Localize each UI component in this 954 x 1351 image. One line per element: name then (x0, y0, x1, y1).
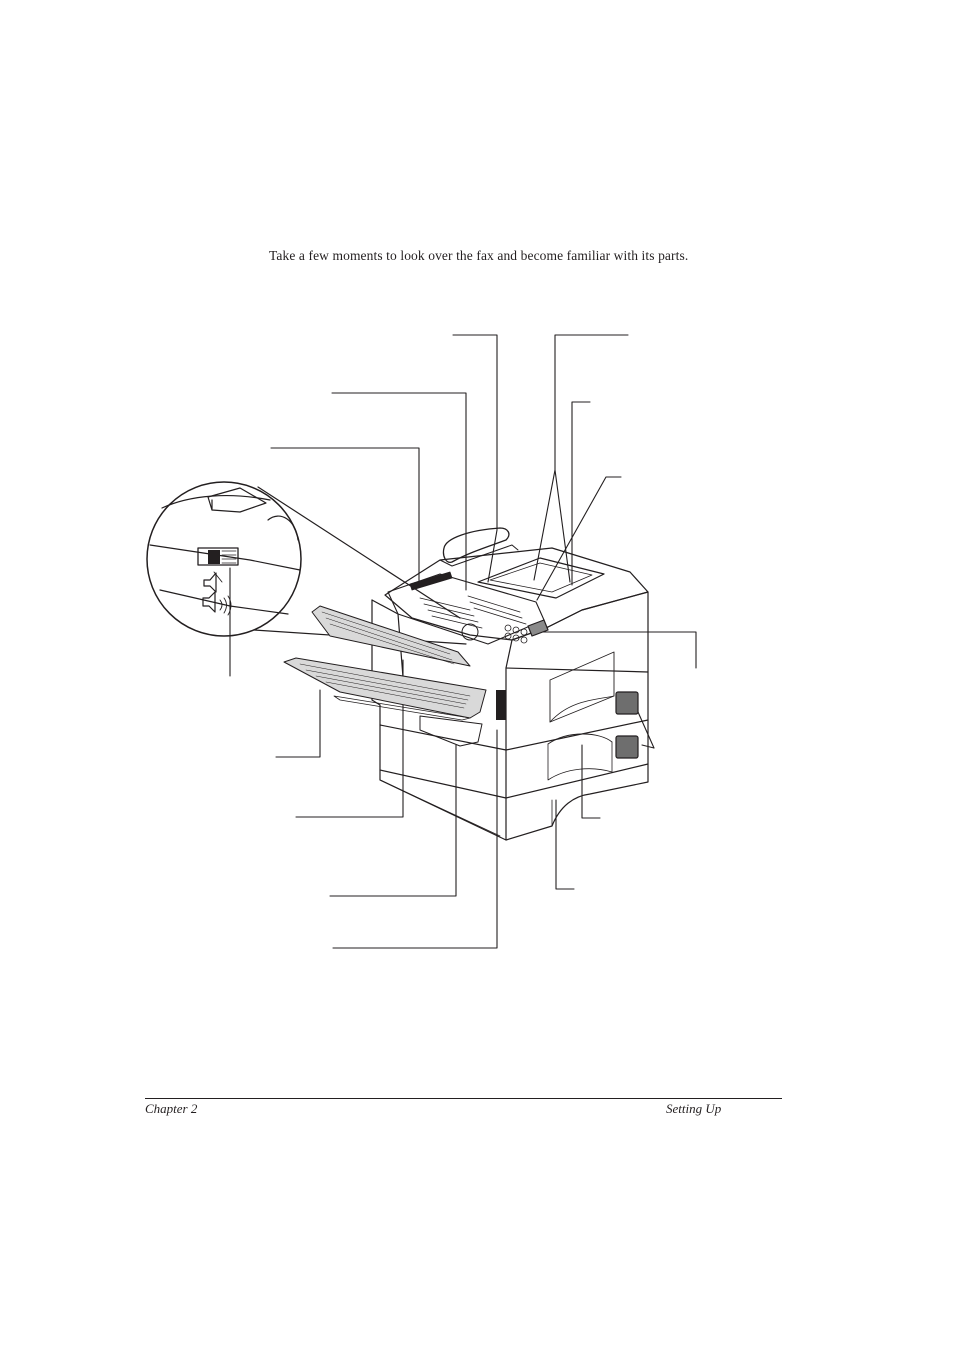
leader-cassette-1 (581, 744, 601, 819)
leader-paper-guide (295, 659, 404, 818)
leader-cassette-2 (555, 799, 575, 890)
footer-section: Setting Up (666, 1101, 722, 1116)
leader-document-tray-b (554, 469, 571, 583)
cassette-1-window (547, 741, 613, 781)
footer-rule (145, 1098, 782, 1099)
inset-connector-top (257, 486, 461, 619)
inset-circle (146, 481, 302, 637)
document-output-tray (311, 605, 471, 667)
leader-output-tray (275, 689, 321, 758)
manual-feed-tray (419, 715, 483, 747)
leader-operation-panel (331, 392, 467, 591)
inset-dome (267, 515, 299, 541)
handset-cradle (439, 544, 519, 567)
leader-paper-level-a (637, 711, 655, 749)
top-lid (384, 547, 649, 641)
base-bottom (379, 779, 501, 837)
cassette-2-front (379, 769, 507, 841)
leader-handset (452, 334, 498, 583)
paper-level-indicator-top (615, 691, 639, 715)
leader-release-button (539, 631, 697, 669)
speaker-soft-icon (202, 591, 216, 613)
inset-ledge-lower (159, 589, 289, 615)
inset-ledge (149, 544, 301, 571)
cassette-1-handle (547, 733, 613, 745)
inset-switch-knob (208, 550, 220, 564)
leader-document-feeder (536, 476, 622, 601)
output-tray-extension (333, 695, 471, 721)
inset-button (207, 487, 267, 513)
handset (442, 527, 510, 563)
leader-document-guides (571, 401, 591, 586)
inset-slash (213, 571, 223, 583)
paper-level-indicator-mid (615, 735, 639, 759)
side-window (549, 651, 615, 723)
inset-switch-slot (197, 547, 239, 566)
leader-manual-feed (329, 744, 457, 897)
inset-switch-hatch (221, 550, 237, 564)
body-left-panel (371, 599, 405, 691)
side-window-curve (549, 695, 615, 723)
fax-machine (283, 527, 649, 841)
cassette-2-side (505, 763, 649, 841)
release-button (527, 619, 549, 637)
leader-one-touch (270, 447, 420, 584)
leader-document-tray (533, 334, 629, 581)
side-slot (496, 690, 506, 720)
speaker-waves (219, 595, 232, 616)
leader-power-switch (332, 729, 498, 949)
callout-leaders (229, 334, 697, 949)
intro-text: Take a few moments to look over the fax … (269, 247, 689, 263)
tray-hatch-top (321, 611, 455, 665)
paper-output-tray (283, 657, 487, 719)
panel-keys (409, 571, 528, 644)
footer-chapter: Chapter 2 (145, 1101, 198, 1116)
document-tray-inner (489, 562, 593, 593)
document-tray (477, 557, 605, 599)
speaker-loud-icon (203, 572, 217, 593)
tray-hatch (299, 663, 471, 709)
cassette-1-front (379, 724, 507, 799)
